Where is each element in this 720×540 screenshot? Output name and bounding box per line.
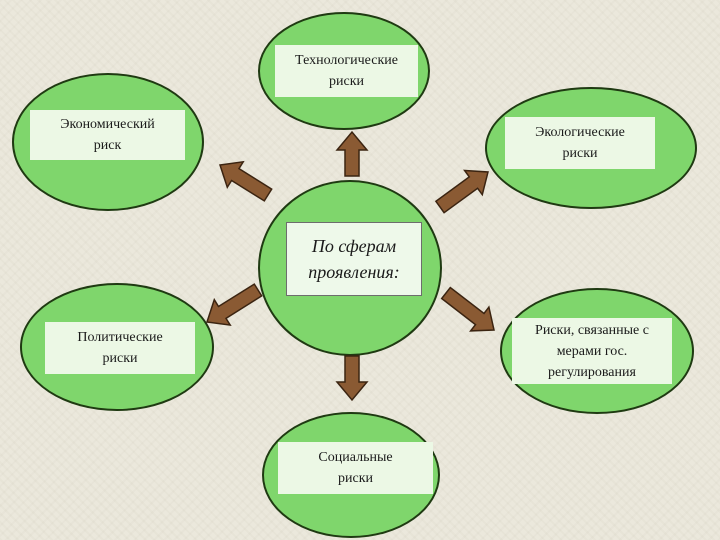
label-political: Политические риски [45,322,195,374]
label-social: Социальные риски [278,442,433,494]
arrow-to-economic [219,160,273,202]
arrow-to-regulation [440,286,495,332]
arrow-to-technological [335,130,369,177]
arrow-to-ecological [434,169,489,214]
label-center: По сферам проявления: [286,222,422,296]
label-technological: Технологические риски [275,45,418,97]
arrow-to-political [206,283,263,327]
label-economic: Экономический риск [30,110,185,160]
arrow-to-social [335,355,369,402]
label-ecological: Экологические риски [505,117,655,169]
label-regulation: Риски, связанные с мерами гос. регулиров… [512,318,672,384]
